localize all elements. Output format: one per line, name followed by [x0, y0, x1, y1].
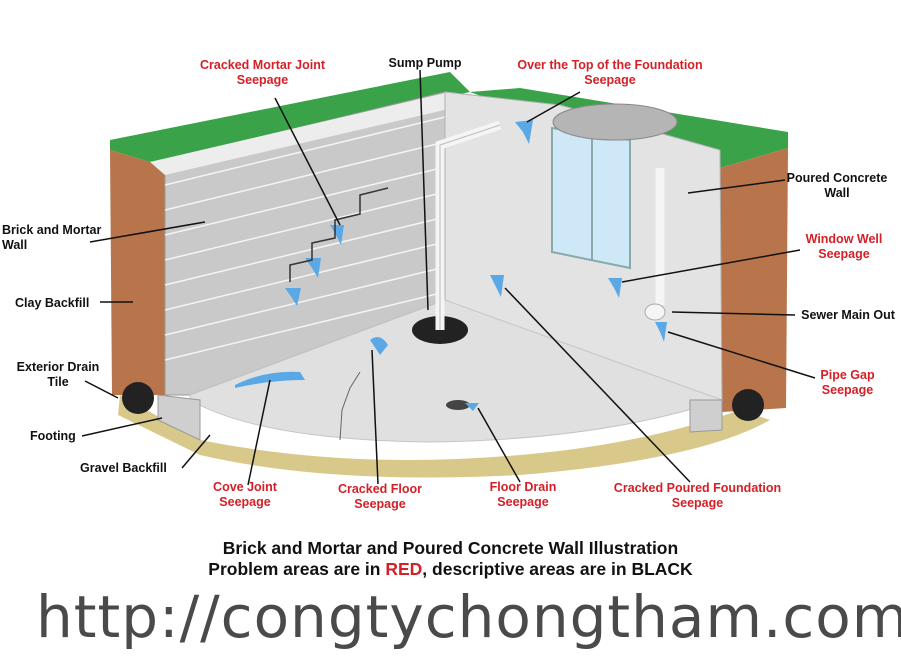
window-well — [552, 103, 678, 141]
label-footing: Footing — [30, 429, 76, 443]
floor-drain — [446, 400, 470, 410]
caption-legend: Problem areas are in RED, descriptive ar… — [208, 559, 693, 579]
label-exterior-drain-tile: Exterior Drain Tile — [16, 360, 100, 389]
drain-tile-left — [122, 382, 154, 414]
footing — [157, 394, 201, 441]
label-sewer-main-out: Sewer Main Out — [801, 308, 895, 322]
label-gravel-backfill: Gravel Backfill — [80, 461, 167, 475]
label-cracked-floor-seepage: Cracked Floor Seepage — [337, 482, 423, 511]
label-cracked-mortar-joint-seepage: Cracked Mortar Joint Seepage — [199, 58, 326, 87]
label-floor-drain-seepage: Floor Drain Seepage — [489, 480, 557, 509]
wall-top — [150, 92, 470, 175]
label-sump-pump: Sump Pump — [388, 56, 462, 70]
leader-lines — [81, 69, 816, 486]
label-cracked-poured-foundation-seepage: Cracked Poured Foundation Seepage — [613, 481, 782, 510]
gravel-backfill — [118, 395, 770, 478]
grass-left — [110, 72, 470, 162]
footing-right — [689, 399, 723, 433]
caption-red-word: RED — [385, 559, 423, 579]
mortar-crack — [289, 187, 389, 282]
label-pipe-gap-seepage: Pipe Gap Seepage — [820, 368, 875, 397]
clay-backfill-right — [720, 148, 788, 412]
clay-backfill-left — [110, 150, 165, 395]
label-brick-mortar-wall: Brick and Mortar Wall — [2, 223, 102, 252]
drain-tile-right — [732, 389, 764, 421]
basement-floor — [189, 299, 724, 443]
label-cove-joint-seepage: Cove Joint Seepage — [213, 480, 277, 509]
floor-crack — [339, 371, 361, 441]
watermark-url: http://congtychongtham.com — [36, 583, 901, 651]
caption-title: Brick and Mortar and Poured Concrete Wal… — [222, 538, 679, 558]
label-poured-concrete-wall: Poured Concrete Wall — [786, 171, 888, 200]
label-clay-backfill: Clay Backfill — [15, 296, 90, 310]
caption: Brick and Mortar and Poured Concrete Wal… — [0, 538, 901, 580]
seepage-marks — [235, 120, 667, 411]
label-window-well-seepage: Window Well Seepage — [805, 232, 883, 261]
label-over-top-foundation-seepage: Over the Top of the Foundation Seepage — [517, 58, 703, 87]
brick-lines — [164, 116, 446, 361]
